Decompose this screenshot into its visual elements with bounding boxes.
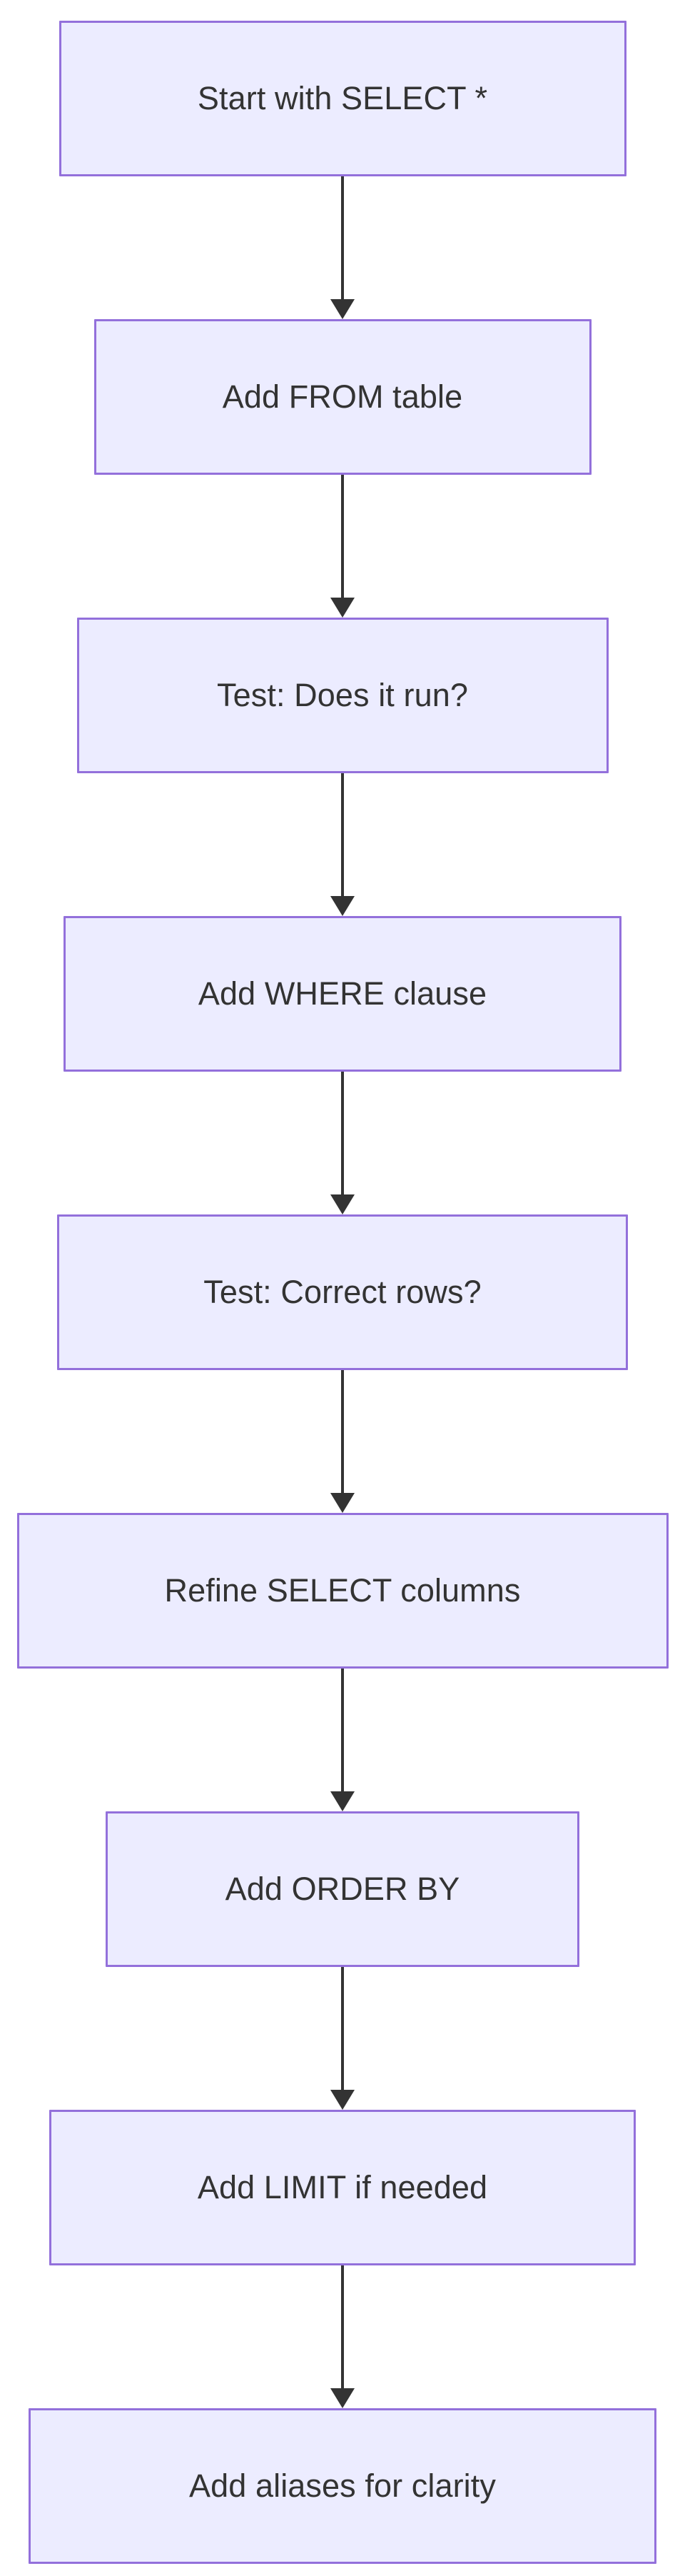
edge-line xyxy=(341,1072,344,1194)
flowchart-node-n6[interactable]: Refine SELECT columns xyxy=(16,1513,669,1669)
flowchart-node-n5[interactable]: Test: Correct rows? xyxy=(57,1214,628,1370)
edge-line xyxy=(341,1967,344,2090)
flowchart-edge-n7-n8 xyxy=(0,1967,685,2110)
flowchart-edge-n8-n9 xyxy=(0,2265,685,2408)
flowchart-node-label: Test: Does it run? xyxy=(217,677,468,714)
arrow-down-icon xyxy=(330,1194,355,1214)
edge-line xyxy=(341,475,344,598)
flowchart-node-n9[interactable]: Add aliases for clarity xyxy=(29,2408,656,2564)
flowchart-edge-n2-n3 xyxy=(0,475,685,618)
flowchart-node-n3[interactable]: Test: Does it run? xyxy=(76,618,609,773)
arrow-down-icon xyxy=(330,299,355,319)
flowchart-node-label: Refine SELECT columns xyxy=(164,1572,521,1609)
edge-line xyxy=(341,1669,344,1791)
flowchart-node-n8[interactable]: Add LIMIT if needed xyxy=(49,2110,636,2265)
flowchart-node-label: Add LIMIT if needed xyxy=(197,2169,488,2206)
flowchart-node-n1[interactable]: Start with SELECT * xyxy=(59,21,626,176)
flowchart-node-n7[interactable]: Add ORDER BY xyxy=(106,1811,579,1967)
arrow-down-icon xyxy=(330,2090,355,2110)
flowchart-edge-n6-n7 xyxy=(0,1669,685,1811)
flowchart-node-label: Add aliases for clarity xyxy=(189,2467,496,2505)
arrow-down-icon xyxy=(330,2388,355,2408)
flowchart-node-label: Start with SELECT * xyxy=(197,80,488,117)
flowchart-node-label: Test: Correct rows? xyxy=(203,1274,482,1311)
flowchart-node-n4[interactable]: Add WHERE clause xyxy=(64,916,621,1072)
arrow-down-icon xyxy=(330,598,355,618)
edge-line xyxy=(341,1370,344,1493)
arrow-down-icon xyxy=(330,1493,355,1513)
edge-line xyxy=(341,773,344,896)
flowchart-node-label: Add WHERE clause xyxy=(198,975,487,1012)
edge-line xyxy=(341,2265,344,2388)
flowchart-node-label: Add FROM table xyxy=(222,378,463,416)
flowchart-node-column: Start with SELECT * Add FROM table Test:… xyxy=(0,21,685,2564)
edge-line xyxy=(341,176,344,299)
flowchart-edge-n4-n5 xyxy=(0,1072,685,1214)
flowchart-node-label: Add ORDER BY xyxy=(225,1871,460,1908)
flowchart-node-n2[interactable]: Add FROM table xyxy=(93,319,592,475)
flowchart-edge-n1-n2 xyxy=(0,176,685,319)
flowchart-edge-n5-n6 xyxy=(0,1370,685,1513)
arrow-down-icon xyxy=(330,896,355,916)
arrow-down-icon xyxy=(330,1791,355,1811)
flowchart-edge-n3-n4 xyxy=(0,773,685,916)
